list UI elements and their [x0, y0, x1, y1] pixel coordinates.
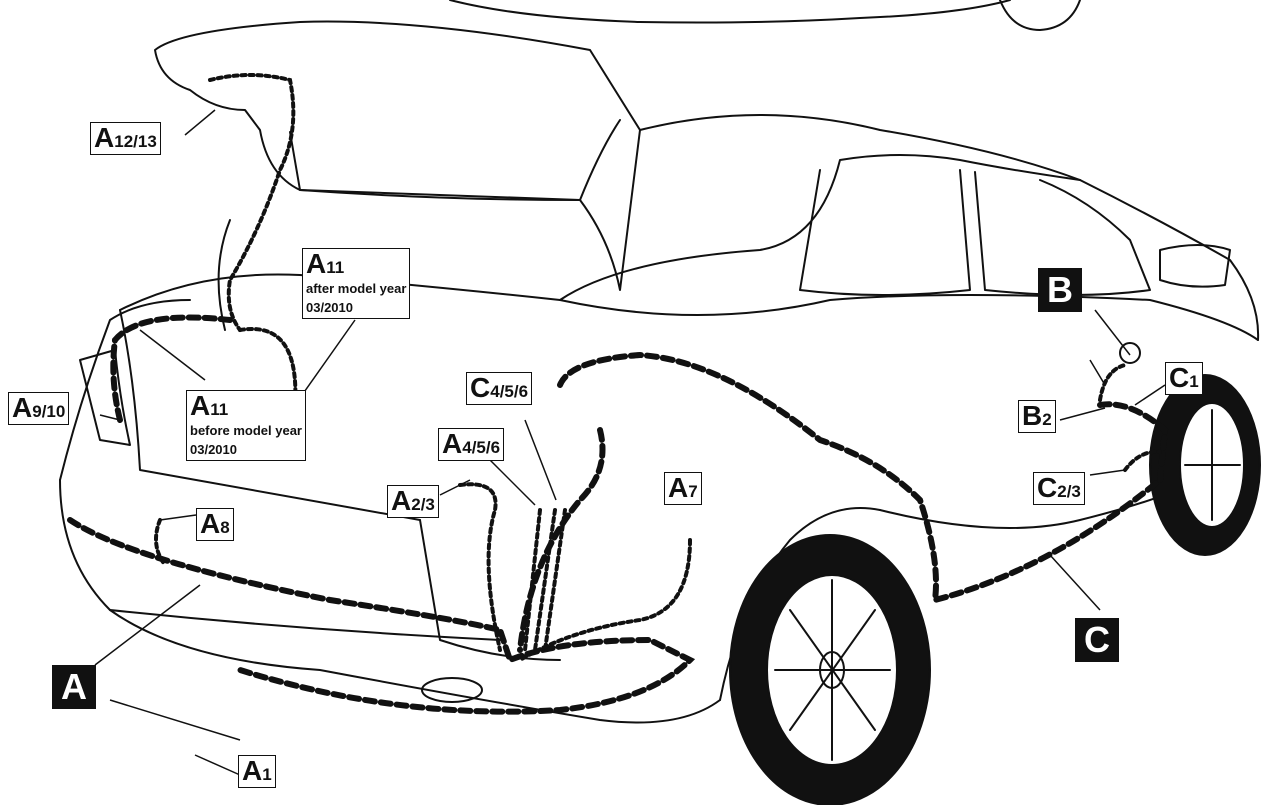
label-c1-main: C [1169, 362, 1190, 393]
mirror [1159, 244, 1231, 288]
label-a1: A1 [238, 755, 276, 788]
label-a11-after-main: A [306, 248, 327, 279]
label-c2-3-main: C [1037, 472, 1058, 503]
label-c4-5-6-sub: 4/5/6 [490, 382, 529, 401]
label-a8-sub: 8 [220, 518, 230, 537]
rear-window [799, 169, 971, 296]
label-b2: B2 [1018, 400, 1056, 433]
label-c2-3: C2/3 [1033, 472, 1085, 505]
label-a9-10-main: A [12, 392, 33, 423]
label-a2-3-sub: 2/3 [411, 495, 435, 514]
big-label-a: A [52, 665, 96, 709]
label-a9-10: A9/10 [8, 392, 70, 425]
label-c1-sub: 1 [1189, 372, 1199, 391]
tail-light [79, 349, 131, 446]
label-a11-before-note2: 03/2010 [190, 442, 237, 458]
label-a11-after-note2: 03/2010 [306, 300, 353, 316]
label-a7: A7 [664, 472, 702, 505]
label-a11-before-sub: 11 [210, 400, 229, 419]
label-b2-main: B [1022, 400, 1043, 431]
top-car-wheel [999, 0, 1081, 31]
label-a7-main: A [668, 472, 689, 503]
label-a11-after-sub: 11 [326, 258, 345, 277]
trunk-lid [154, 20, 641, 291]
roof [639, 114, 1260, 341]
label-c1: C1 [1165, 362, 1203, 395]
harness-a-upper [110, 314, 233, 423]
label-a8-main: A [200, 508, 221, 539]
label-a9-10-sub: 9/10 [32, 402, 66, 421]
label-a11-after-note1: after model year [306, 280, 407, 296]
label-a1-main: A [242, 755, 263, 786]
fuel-cap [1119, 342, 1141, 364]
label-a7-sub: 7 [688, 482, 698, 501]
label-b2-sub: 2 [1042, 410, 1052, 429]
label-a4-5-6-sub: 4/5/6 [462, 438, 501, 457]
label-a2-3-main: A [391, 485, 412, 516]
label-a12-13: A12/13 [90, 122, 161, 155]
label-c4-5-6: C4/5/6 [466, 372, 533, 405]
harness-a12-route [208, 73, 296, 332]
label-a8: A8 [196, 508, 234, 541]
big-label-c: C [1075, 618, 1119, 662]
label-c2-3-sub: 2/3 [1057, 482, 1081, 501]
harness-a-route [67, 517, 696, 715]
harness-c-route [557, 351, 1169, 605]
big-label-b: B [1038, 268, 1082, 312]
rear-body [59, 299, 191, 481]
reflector [421, 677, 483, 703]
label-a11-before-main: A [190, 390, 211, 421]
top-car-outline [449, 0, 1011, 24]
label-c4-5-6-main: C [470, 372, 491, 403]
label-a11-before: A11 before model year 03/2010 [186, 390, 306, 462]
label-a1-sub: 1 [262, 765, 272, 784]
label-a11-after: A11 after model year 03/2010 [302, 248, 411, 320]
label-a4-5-6-main: A [442, 428, 463, 459]
label-a12-13-main: A [94, 122, 115, 153]
label-a12-13-sub: 12/13 [114, 132, 157, 151]
label-a4-5-6: A4/5/6 [438, 428, 505, 461]
label-a11-before-note1: before model year [190, 422, 302, 438]
label-a2-3: A2/3 [387, 485, 439, 518]
front-window [974, 171, 1151, 296]
